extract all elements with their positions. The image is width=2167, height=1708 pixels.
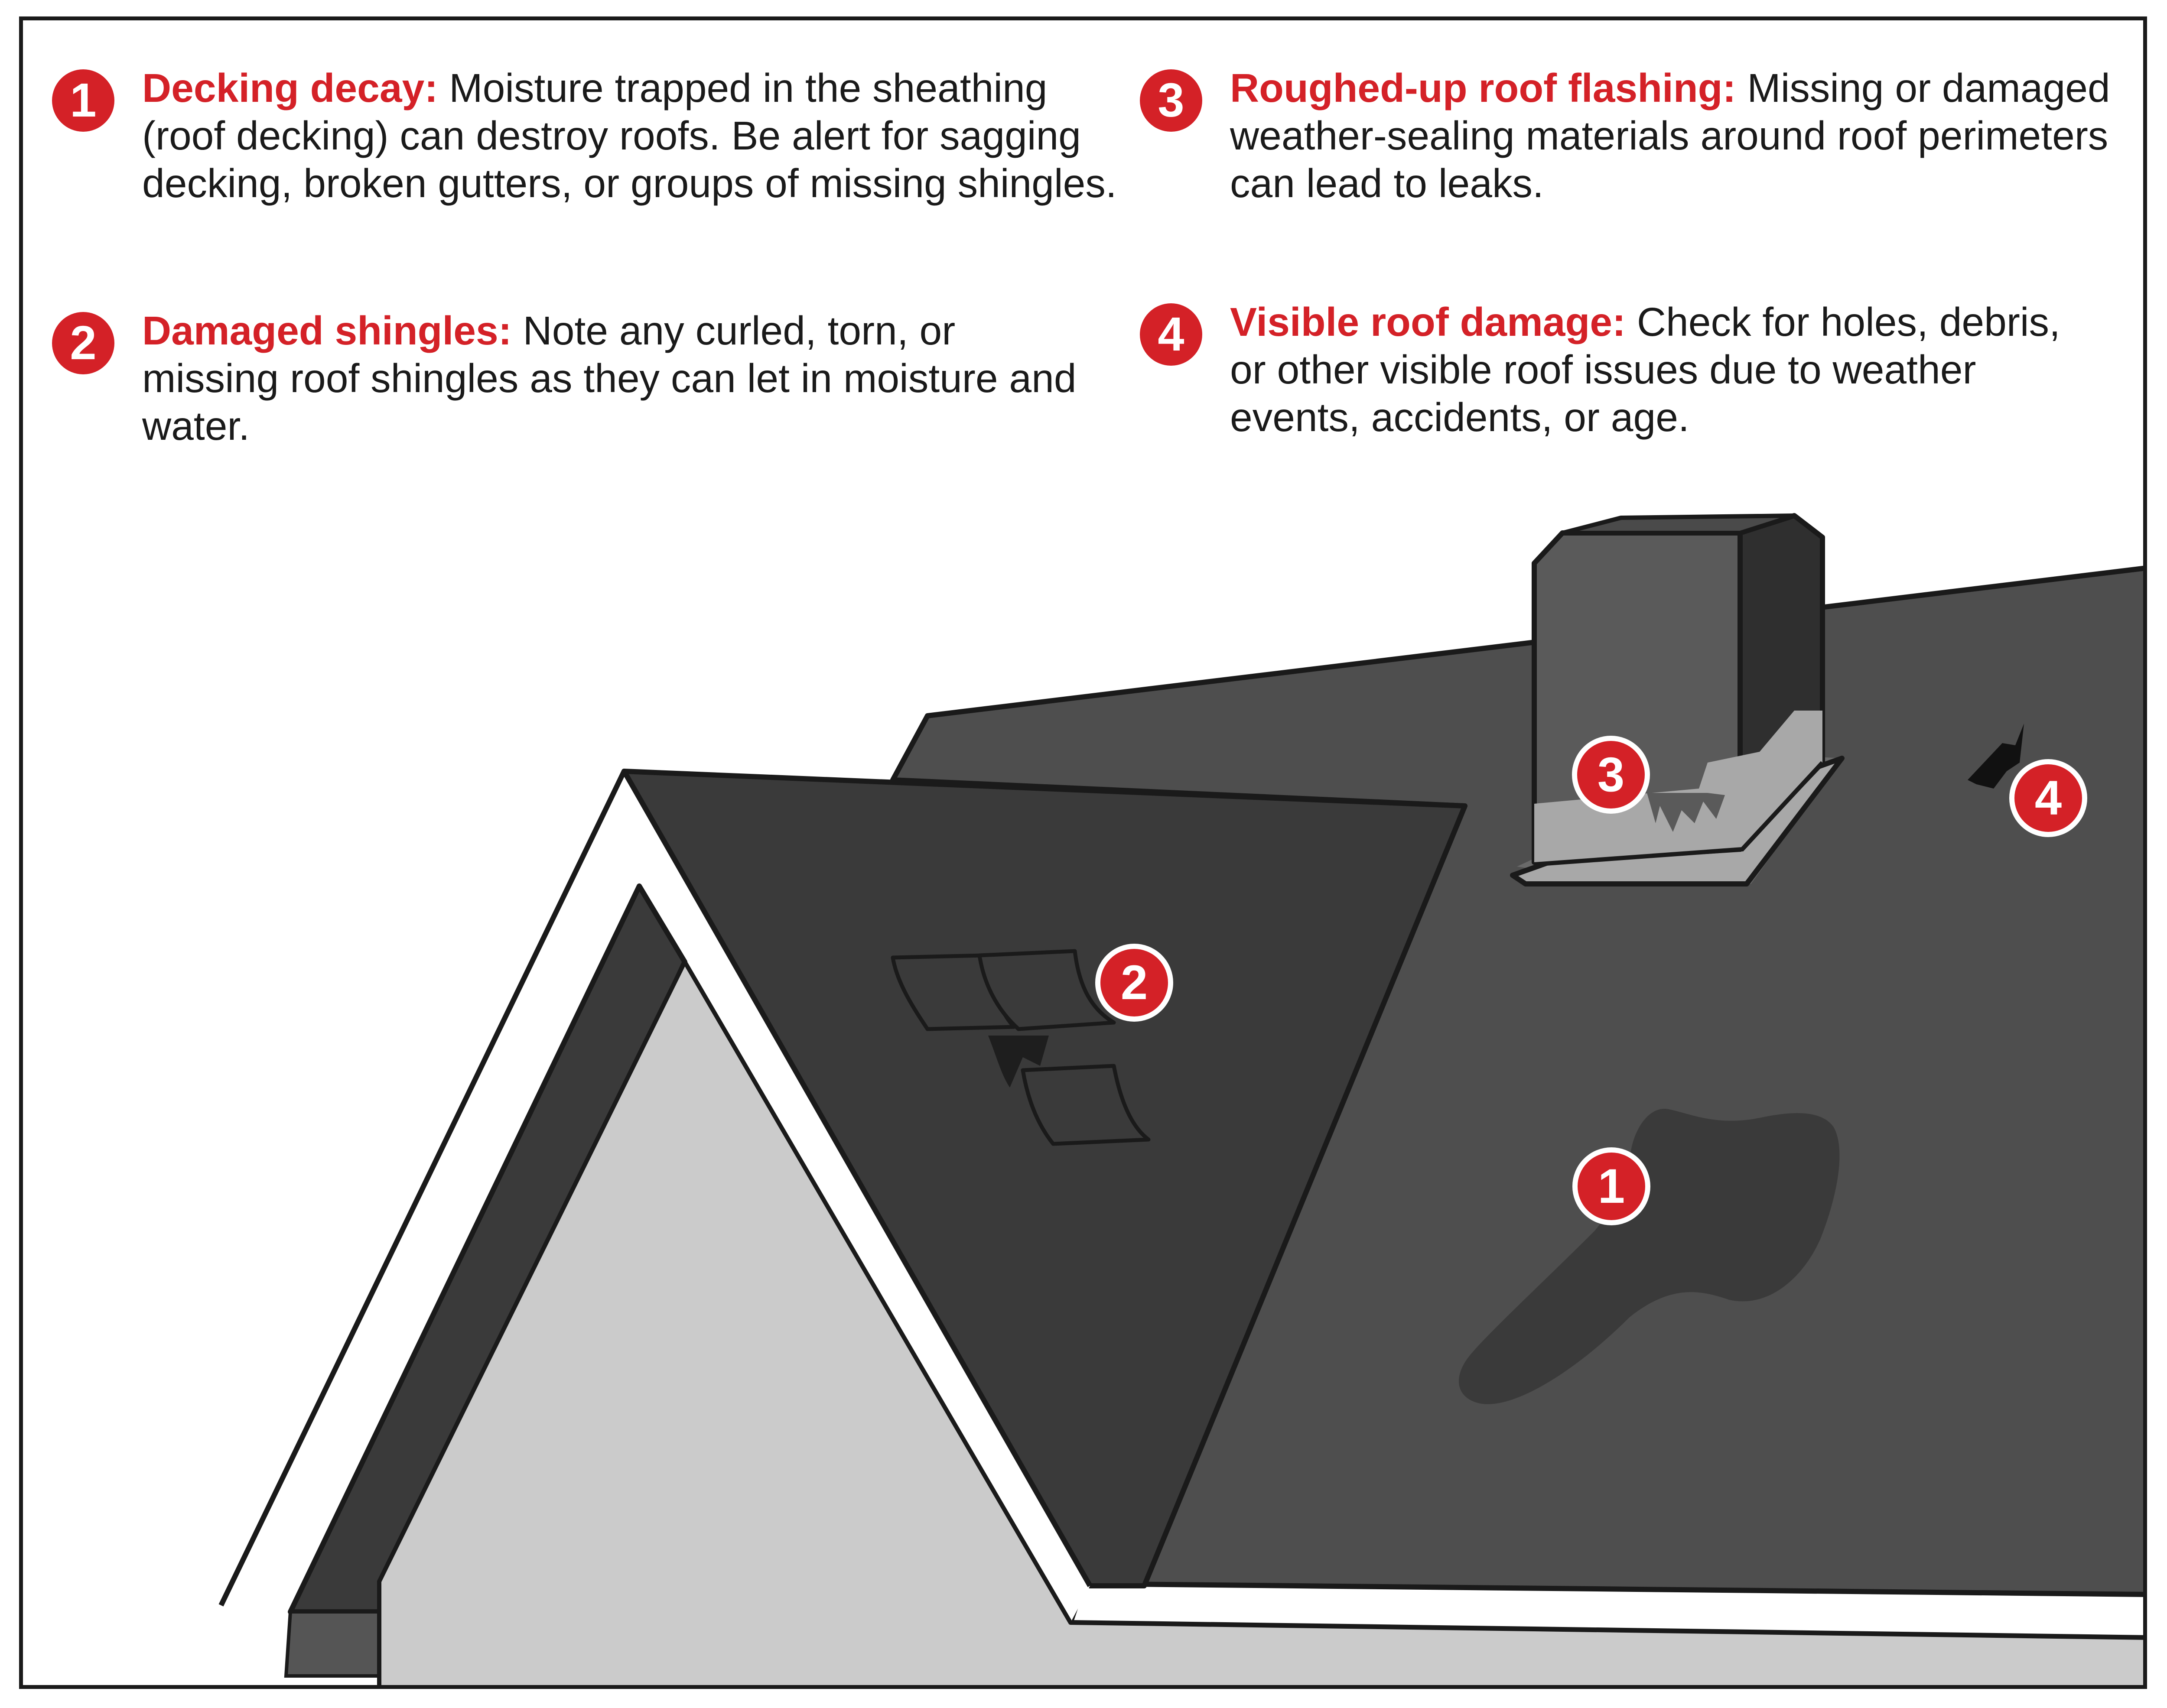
legend-badge-3: 3 xyxy=(1140,69,1202,132)
roof-damage-hole xyxy=(1968,724,2024,789)
legend-desc-2: Note any curled, torn, or missing roof s… xyxy=(142,308,1077,448)
legend-title-2: Damaged shingles: xyxy=(142,308,512,353)
legend-title-1: Decking decay: xyxy=(142,65,438,110)
legend-title-4: Visible roof damage: xyxy=(1230,299,1626,344)
legend-badge-1: 1 xyxy=(52,69,114,132)
legend-text-4: Visible roof damage: Check for holes, de… xyxy=(1230,298,2075,441)
left-soffit-base xyxy=(284,1610,384,1678)
legend-text-1: Decking decay: Moisture trapped in the s… xyxy=(142,64,1139,207)
damaged-shingles xyxy=(891,949,1151,1146)
marker-4: 4 xyxy=(2009,759,2087,837)
legend-desc-1: Moisture trapped in the sheathing (roof … xyxy=(142,65,1117,206)
marker-3: 3 xyxy=(1572,736,1650,814)
gable-trim-outer-edge xyxy=(218,769,1093,1607)
gable-wall xyxy=(377,960,2143,1685)
marker-2: 2 xyxy=(1095,944,1173,1022)
outer-frame xyxy=(19,16,2147,1689)
legend-text-3: Roughed-up roof flashing: Missing or dam… xyxy=(1230,64,2140,207)
marker-1: 1 xyxy=(1572,1147,1650,1225)
legend-badge-4: 4 xyxy=(1140,303,1202,366)
legend-desc-4: Check for holes, debris, or other visibl… xyxy=(1230,299,2060,440)
legend-desc-3: Missing or damaged weather-sealing mater… xyxy=(1230,65,2110,206)
legend-text-2: Damaged shingles: Note any curled, torn,… xyxy=(142,307,1096,450)
legend-badge-2: 2 xyxy=(52,312,114,374)
legend-title-3: Roughed-up roof flashing: xyxy=(1230,65,1736,110)
decking-decay-stain xyxy=(1459,1109,1840,1404)
